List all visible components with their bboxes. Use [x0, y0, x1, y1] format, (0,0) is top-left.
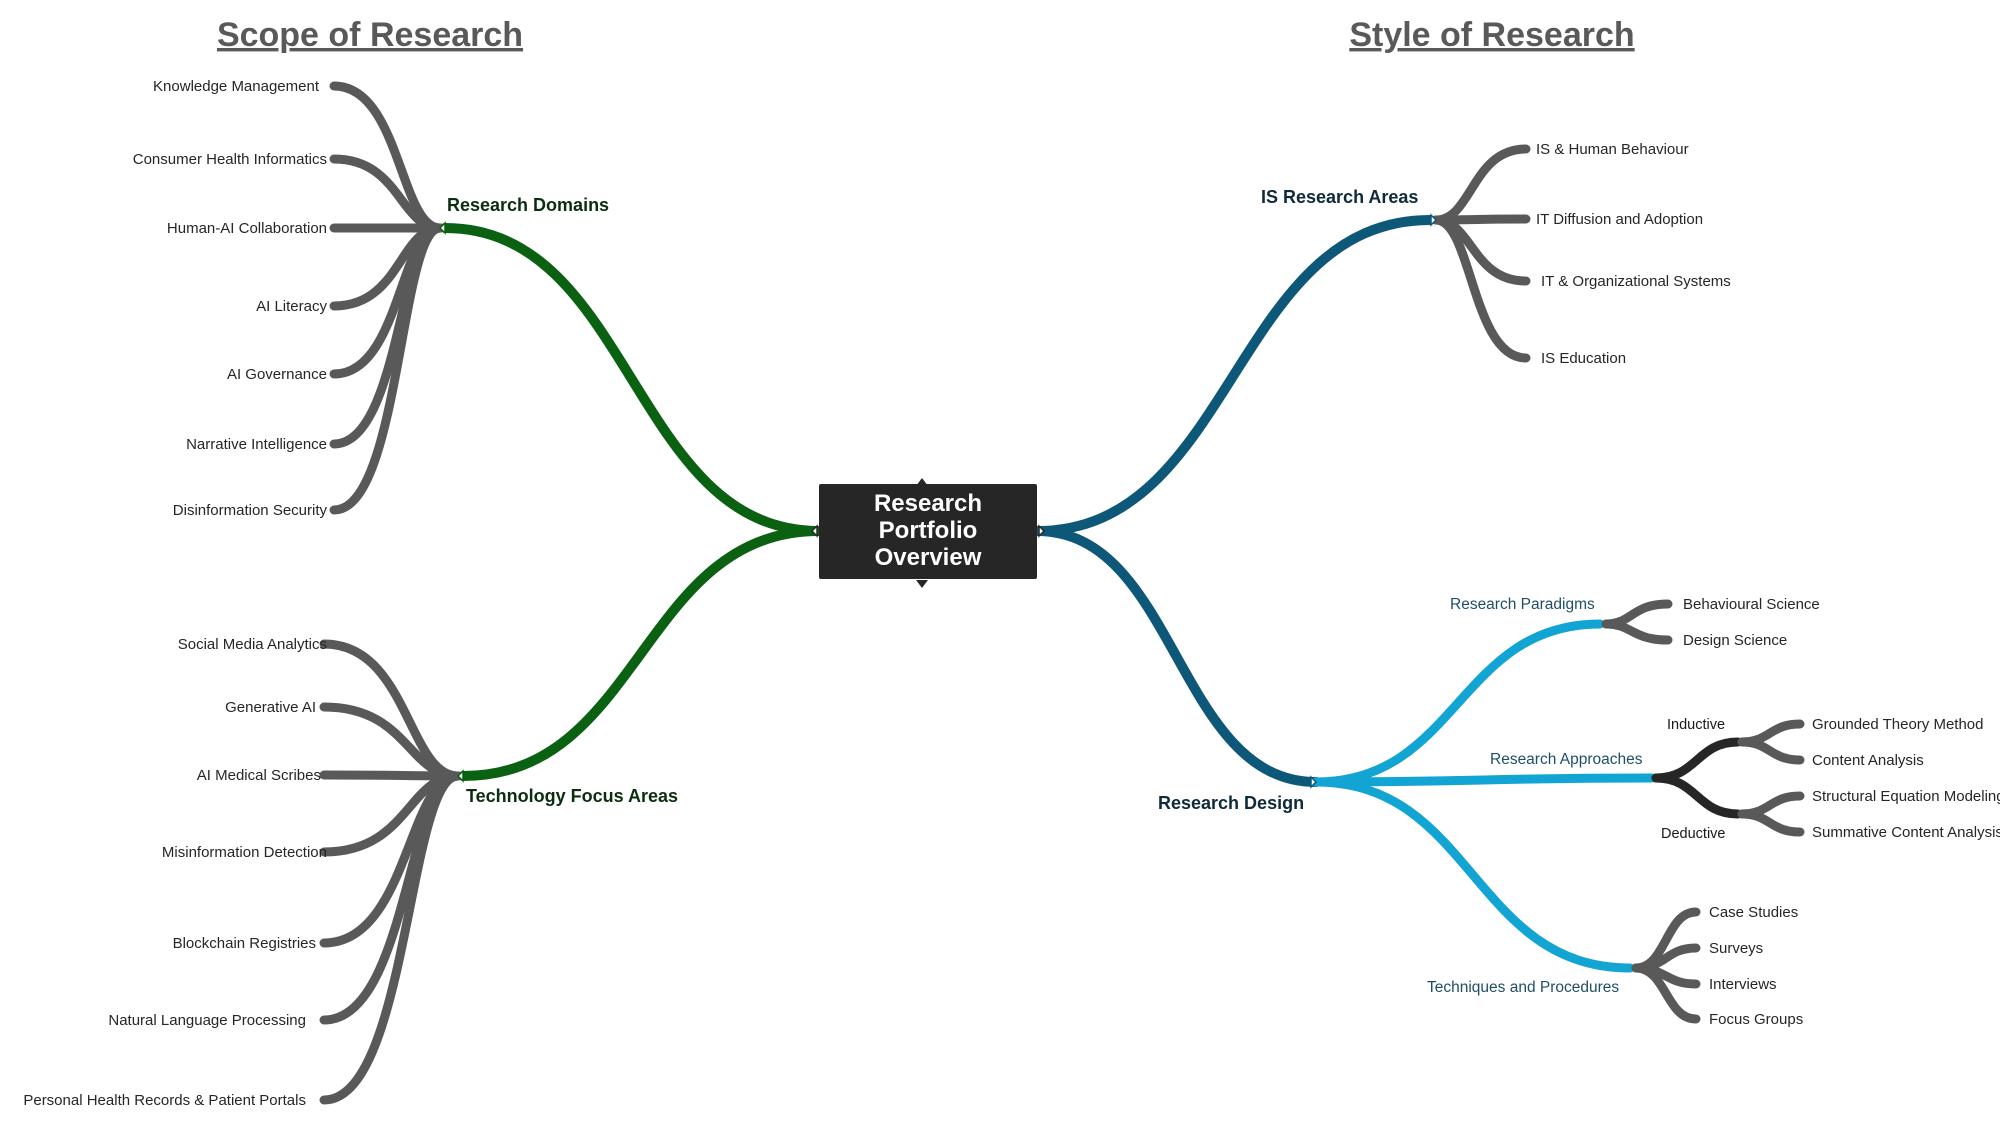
- connector-central-to-research-domains: [440, 223, 824, 536]
- leaf-is-research-area: IS & Human Behaviour: [1536, 141, 1689, 158]
- connector-central-to-is-research-areas: [1032, 215, 1435, 536]
- connector-design-to-paradigms: [1311, 619, 1605, 787]
- leaf-deductive-method: Summative Content Analysis: [1812, 824, 2000, 841]
- branch-label-technology-focus-areas: Technology Focus Areas: [466, 786, 678, 806]
- leaf-research-domain: Disinformation Security: [173, 502, 328, 519]
- central-line-1: Research: [874, 490, 982, 517]
- central-line-3: Overview: [875, 544, 982, 571]
- node-marker: [1310, 775, 1318, 789]
- leaf-research-domain: Consumer Health Informatics: [133, 151, 327, 168]
- heading-scope-of-research: Scope of Research: [217, 16, 523, 54]
- leaf-technology-area: Blockchain Registries: [173, 935, 316, 952]
- leaf-technology-area: Social Media Analytics: [178, 636, 327, 653]
- connector-paradigm-leaf: [1601, 619, 1673, 645]
- leaf-research-domain: Narrative Intelligence: [186, 436, 327, 453]
- central-node-bottom-handle: [916, 580, 928, 588]
- leaf-technique: Case Studies: [1709, 904, 1798, 921]
- leaf-research-domain: AI Literacy: [256, 298, 327, 315]
- connector-technology-leaf: [319, 771, 463, 1105]
- connector-is-leaf: [1431, 215, 1531, 363]
- leaf-technology-area: Personal Health Records & Patient Portal…: [23, 1092, 306, 1109]
- connector-central-to-technology-focus: [458, 526, 824, 781]
- leaf-technology-area: Natural Language Processing: [108, 1012, 306, 1029]
- node-marker: [1430, 213, 1438, 227]
- branch-label-research-design: Research Design: [1158, 793, 1304, 813]
- connector-deductive-leaf: [1737, 809, 1805, 837]
- central-node-box: [819, 484, 1037, 579]
- leaf-paradigm: Behavioural Science: [1683, 596, 1820, 613]
- leaf-is-research-area: IT & Organizational Systems: [1541, 273, 1731, 290]
- leaf-technology-area: AI Medical Scribes: [197, 767, 321, 784]
- leaf-paradigm: Design Science: [1683, 632, 1787, 649]
- label-deductive: Deductive: [1661, 826, 1725, 842]
- node-marker: [438, 221, 446, 235]
- leaf-is-research-area: IS Education: [1541, 350, 1626, 367]
- leaf-deductive-method: Structural Equation Modeling: [1812, 788, 2000, 805]
- label-techniques-and-procedures: Techniques and Procedures: [1427, 979, 1619, 996]
- connector-design-to-approaches: [1311, 773, 1657, 787]
- connector-approaches-to-deductive: [1651, 773, 1743, 819]
- label-research-approaches: Research Approaches: [1490, 751, 1643, 768]
- node-marker: [1038, 524, 1046, 538]
- connector-technique-leaf: [1631, 963, 1701, 1024]
- leaf-technique: Interviews: [1709, 976, 1777, 993]
- connector-research-domain-leaf: [329, 223, 445, 515]
- connectors: [319, 81, 1805, 1105]
- central-line-2: Portfolio: [879, 517, 978, 544]
- connector-technology-leaf: [319, 770, 463, 781]
- label-inductive: Inductive: [1667, 717, 1725, 733]
- leaf-technology-area: Misinformation Detection: [162, 844, 327, 861]
- leaf-research-domain: Knowledge Management: [153, 78, 320, 95]
- leaf-technology-area: Generative AI: [225, 699, 316, 716]
- labels: Scope of Research Style of Research Rese…: [23, 16, 2000, 1109]
- leaf-technique: Surveys: [1709, 940, 1763, 957]
- connector-design-to-techniques: [1311, 777, 1635, 973]
- heading-style-of-research: Style of Research: [1349, 16, 1634, 54]
- leaf-inductive-method: Grounded Theory Method: [1812, 716, 1984, 733]
- connector-central-to-research-design: [1032, 526, 1321, 787]
- branch-label-is-research-areas: IS Research Areas: [1261, 187, 1418, 207]
- leaf-is-research-area: IT Diffusion and Adoption: [1536, 211, 1703, 228]
- central-node[interactable]: Research Portfolio Overview: [819, 478, 1037, 588]
- branch-label-research-domains: Research Domains: [447, 195, 609, 215]
- leaf-technique: Focus Groups: [1709, 1011, 1803, 1028]
- node-marker: [456, 769, 464, 783]
- leaf-research-domain: Human-AI Collaboration: [167, 220, 327, 237]
- connector-is-leaf: [1431, 144, 1531, 225]
- connector-inductive-leaf: [1737, 737, 1805, 765]
- connector-approaches-to-inductive: [1651, 737, 1743, 783]
- leaf-research-domain: AI Governance: [227, 366, 327, 383]
- label-research-paradigms: Research Paradigms: [1450, 596, 1595, 613]
- node-marker: [810, 524, 818, 538]
- leaf-inductive-method: Content Analysis: [1812, 752, 1924, 769]
